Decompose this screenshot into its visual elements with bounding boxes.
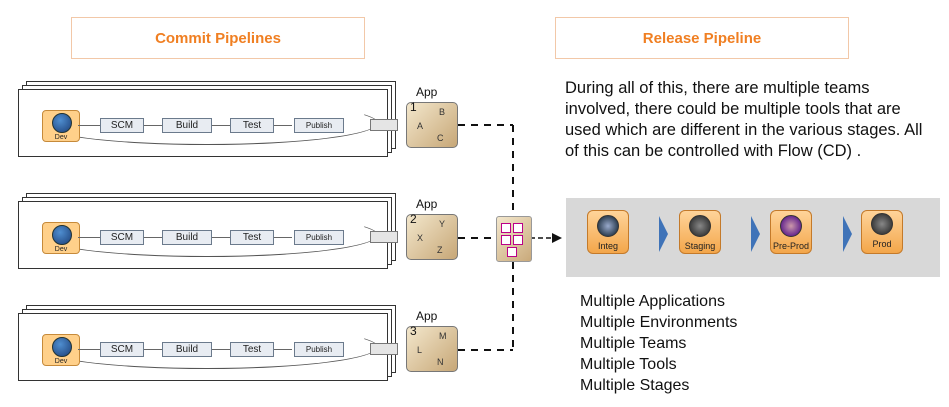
output-arrow-icon — [370, 343, 398, 355]
dev-stage: Dev — [42, 222, 80, 254]
chevron-icon — [843, 216, 852, 252]
list-item: Multiple Applications — [580, 293, 725, 310]
app-package-2: App 2 Y X Z — [406, 197, 458, 268]
output-arrow-icon — [370, 119, 398, 131]
dev-stage: Dev — [42, 334, 80, 366]
commit-pipeline-2: Dev SCM Build Test Publish — [18, 193, 398, 269]
test-stage: Test — [230, 118, 274, 133]
stage-connector — [274, 349, 292, 350]
stage-connector — [144, 349, 162, 350]
app-label: App — [416, 197, 438, 211]
globe-icon — [52, 337, 72, 357]
stage-connector — [212, 349, 230, 350]
box-label: C — [437, 133, 444, 143]
stage-connector — [274, 125, 292, 126]
stage-connector — [212, 125, 230, 126]
build-stage: Build — [162, 230, 212, 245]
multiplicity-list: Multiple Applications Multiple Environme… — [580, 291, 737, 396]
dev-label: Dev — [54, 358, 68, 365]
release-pipeline-environments: Integ Staging Pre-Prod Prod — [566, 198, 940, 277]
build-stage: Build — [162, 342, 212, 357]
env-staging: Staging — [679, 210, 721, 254]
description-text: During all of this, there are multiple t… — [565, 79, 923, 160]
chevron-icon — [659, 216, 668, 252]
commit-pipeline-3: Dev SCM Build Test Publish — [18, 305, 398, 381]
package-boxes-icon: Y X Z — [406, 214, 458, 260]
app-number: 3 — [410, 324, 417, 338]
box-label: Y — [439, 219, 446, 229]
list-item: Multiple Environments — [580, 314, 738, 331]
globe-icon — [52, 113, 72, 133]
box-label: Z — [437, 245, 443, 255]
app-package-1: App 1 B A C — [406, 85, 458, 156]
app-label: App — [416, 85, 438, 99]
box-label: L — [417, 345, 423, 355]
scm-stage: SCM — [100, 230, 144, 245]
box-label: A — [417, 121, 424, 131]
dev-stage: Dev — [42, 110, 80, 142]
commit-header-text: Commit Pipelines — [155, 29, 281, 47]
build-stage: Build — [162, 118, 212, 133]
stage-connector — [144, 237, 162, 238]
env-prod: Prod — [861, 210, 903, 254]
release-arrow — [530, 233, 562, 243]
env-prod-label: Prod — [872, 239, 892, 249]
commit-pipeline-1: Dev SCM Build Test Publish — [18, 81, 398, 157]
package-boxes-icon: M L N — [406, 326, 458, 372]
env-integ: Integ — [587, 210, 629, 254]
env-preprod: Pre-Prod — [770, 210, 812, 254]
stage-connector — [274, 237, 292, 238]
test-stage: Test — [230, 230, 274, 245]
integ-icon — [597, 215, 619, 237]
publish-stage: Publish — [294, 118, 344, 133]
list-item: Multiple Stages — [580, 377, 690, 394]
staging-icon — [689, 215, 711, 237]
dev-label: Dev — [54, 134, 68, 141]
dev-label: Dev — [54, 246, 68, 253]
publish-stage: Publish — [294, 342, 344, 357]
app-number: 1 — [410, 100, 417, 114]
app-label: App — [416, 309, 438, 323]
app-package-3: App 3 M L N — [406, 309, 458, 380]
chevron-icon — [751, 216, 760, 252]
publish-stage: Publish — [294, 230, 344, 245]
release-header-text: Release Pipeline — [642, 29, 762, 47]
env-integ-label: Integ — [597, 241, 619, 251]
box-label: M — [439, 331, 447, 341]
preprod-icon — [780, 215, 802, 237]
package-boxes-icon: B A C — [406, 102, 458, 148]
release-pipeline-header: Release Pipeline — [555, 17, 849, 59]
list-item: Multiple Teams — [580, 335, 687, 352]
stage-connector — [144, 125, 162, 126]
stage-connector — [78, 237, 100, 238]
commit-pipelines-header: Commit Pipelines — [71, 17, 365, 59]
aggregate-package-icon — [496, 216, 532, 262]
test-stage: Test — [230, 342, 274, 357]
prod-icon — [871, 213, 893, 235]
env-preprod-label: Pre-Prod — [772, 241, 809, 251]
globe-icon — [52, 225, 72, 245]
box-label: X — [417, 233, 424, 243]
stage-connector — [212, 237, 230, 238]
env-staging-label: Staging — [684, 241, 716, 251]
box-label: B — [439, 107, 446, 117]
app-number: 2 — [410, 212, 417, 226]
list-item: Multiple Tools — [580, 356, 677, 373]
stage-connector — [78, 349, 100, 350]
output-arrow-icon — [370, 231, 398, 243]
stage-connector — [78, 125, 100, 126]
box-label: N — [437, 357, 444, 367]
scm-stage: SCM — [100, 342, 144, 357]
scm-stage: SCM — [100, 118, 144, 133]
